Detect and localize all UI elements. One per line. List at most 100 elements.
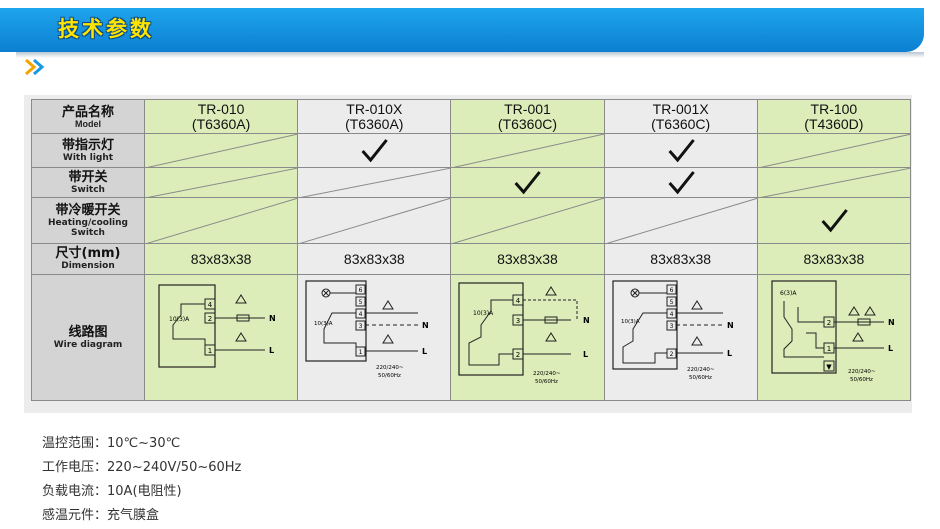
table-row-model: 产品名称 Model TR-010(T6360A) TR-010X(T6360A… xyxy=(31,99,912,134)
model-cell: TR-100(T4360D) xyxy=(756,99,912,134)
wire-diagram-cell: 4 2 1 10(3)A N L xyxy=(143,274,299,401)
svg-text:4: 4 xyxy=(359,311,363,318)
checkmark-icon xyxy=(821,209,848,233)
wire-diagram-tr001x: 6 5 4 3 2 10(3)A 220/240~ 50/60Hz N L xyxy=(611,279,734,381)
spec-item: 工作电压：220~240V/50~60Hz xyxy=(42,456,241,480)
svg-text:1: 1 xyxy=(208,347,212,355)
wire-diagram-cell: 2 1 ▼ 6(3)A 220/240~ 50/60Hz N L xyxy=(756,274,912,401)
model-name: TR-010X xyxy=(346,100,403,117)
section-header: 技术参数 xyxy=(0,0,940,76)
model-name: TR-001 xyxy=(504,100,551,117)
svg-text:6: 6 xyxy=(359,287,363,294)
neutral-label: N xyxy=(727,321,734,330)
dimension-value: 83x83x38 xyxy=(756,243,912,275)
live-label: L xyxy=(583,350,588,359)
svg-text:3: 3 xyxy=(669,323,673,330)
model-code: (T6360C) xyxy=(497,115,558,132)
dimension-value: 83x83x38 xyxy=(450,243,605,275)
spec-value: 10A(电阻性) xyxy=(107,484,182,499)
wire-diagram-tr001: 4 3 2 10(3)A 220/240~ 50/60Hz N L xyxy=(458,281,590,385)
svg-text:1: 1 xyxy=(359,349,363,356)
live-label: L xyxy=(422,347,427,356)
row-label-en: Heating/cooling Switch xyxy=(48,217,128,238)
svg-text:5: 5 xyxy=(359,299,363,306)
neutral-label: N xyxy=(888,318,895,327)
model-code: (T4360D) xyxy=(804,115,864,132)
row-label-en: With light xyxy=(62,152,114,163)
row-label-model: 产品名称 Model xyxy=(31,99,145,134)
checkmark-icon xyxy=(514,171,542,195)
feature-cell xyxy=(297,197,452,244)
row-label-en: Dimension xyxy=(61,261,115,271)
feature-cell xyxy=(450,197,605,244)
svg-text:4: 4 xyxy=(208,301,213,309)
rating-label: 10(3)A xyxy=(621,319,640,325)
supply-label: 50/60Hz xyxy=(689,375,712,381)
rating-label: 6(3)A xyxy=(780,290,797,297)
product-table: 产品名称 Model TR-010(T6360A) TR-010X(T6360A… xyxy=(31,99,912,401)
supply-label: 50/60Hz xyxy=(378,373,401,379)
feature-cell xyxy=(603,167,758,198)
feature-cell xyxy=(143,133,299,168)
checkmark-icon xyxy=(668,171,695,195)
not-available-line xyxy=(145,198,299,244)
spec-label: 温控范围： xyxy=(42,436,108,451)
svg-text:2: 2 xyxy=(669,351,673,358)
chevron-decoration-icon xyxy=(25,58,45,76)
feature-cell xyxy=(143,197,299,244)
model-code: (T6360A) xyxy=(191,115,251,132)
spec-table: 产品名称 Model TR-010(T6360A) TR-010X(T6360A… xyxy=(24,95,912,413)
spec-label: 工作电压： xyxy=(42,460,108,475)
row-label-en: Wire diagram xyxy=(53,339,123,350)
row-label-zh: 带冷暖开关 xyxy=(55,202,121,218)
row-label-dimension: 尺寸(mm) Dimension xyxy=(31,243,145,275)
neutral-label: N xyxy=(422,321,429,330)
live-label: L xyxy=(269,346,274,355)
row-label-zh: 线路图 xyxy=(68,324,108,340)
svg-text:2: 2 xyxy=(208,315,212,323)
wire-diagram-tr010: 4 2 1 10(3)A N L xyxy=(158,283,276,368)
supply-label: 220/240~ xyxy=(533,371,561,377)
spec-item: 温控范围：10℃~30℃ xyxy=(42,432,241,456)
checkmark-icon xyxy=(668,139,695,163)
model-code: (T6360C) xyxy=(651,115,711,132)
spec-item: 感温元件：充气膜盒 xyxy=(42,504,241,528)
svg-text:5: 5 xyxy=(669,299,673,306)
not-available-line xyxy=(451,198,605,244)
model-cell: TR-001(T6360C) xyxy=(450,99,605,134)
model-code: (T6360A) xyxy=(345,115,404,132)
not-available-line xyxy=(298,168,452,198)
neutral-label: N xyxy=(583,316,590,325)
dimension-value: 83x83x38 xyxy=(297,243,452,275)
not-available-line xyxy=(451,134,605,168)
svg-text:4: 4 xyxy=(516,297,521,305)
dimension-value: 83x83x38 xyxy=(603,243,758,275)
wire-diagram-cell: 6 5 4 3 1 10(3)A 220/240~ 50/60Hz N L xyxy=(297,274,452,401)
row-label-zh: 尺寸(mm) xyxy=(55,246,121,261)
model-name: TR-100 xyxy=(810,100,858,117)
not-available-line xyxy=(757,168,911,198)
live-label: L xyxy=(888,344,893,353)
not-available-line xyxy=(298,198,452,244)
header-bar xyxy=(0,8,924,52)
feature-cell xyxy=(603,133,758,168)
spec-list: 温控范围：10℃~30℃ 工作电压：220~240V/50~60Hz 负载电流：… xyxy=(42,432,241,528)
table-row-switch: 带开关 Switch xyxy=(31,167,912,198)
supply-label: 220/240~ xyxy=(687,367,715,373)
supply-label: 220/240~ xyxy=(848,369,876,375)
spec-value: 10℃~30℃ xyxy=(107,436,181,451)
model-name: TR-001X xyxy=(652,100,709,117)
feature-cell xyxy=(297,167,452,198)
model-cell: TR-010(T6360A) xyxy=(143,99,299,134)
spec-label: 负载电流： xyxy=(42,484,108,499)
svg-text:6: 6 xyxy=(669,287,673,294)
live-label: L xyxy=(727,349,732,358)
rating-label: 10(3)A xyxy=(169,316,190,323)
wire-diagram-cell: 4 3 2 10(3)A 220/240~ 50/60Hz N L xyxy=(450,274,605,401)
svg-text:3: 3 xyxy=(359,323,363,330)
feature-cell xyxy=(756,167,912,198)
not-available-line xyxy=(604,198,758,244)
spec-value: 充气膜盒 xyxy=(107,508,160,523)
not-available-line xyxy=(145,134,299,168)
supply-label: 50/60Hz xyxy=(535,379,558,385)
